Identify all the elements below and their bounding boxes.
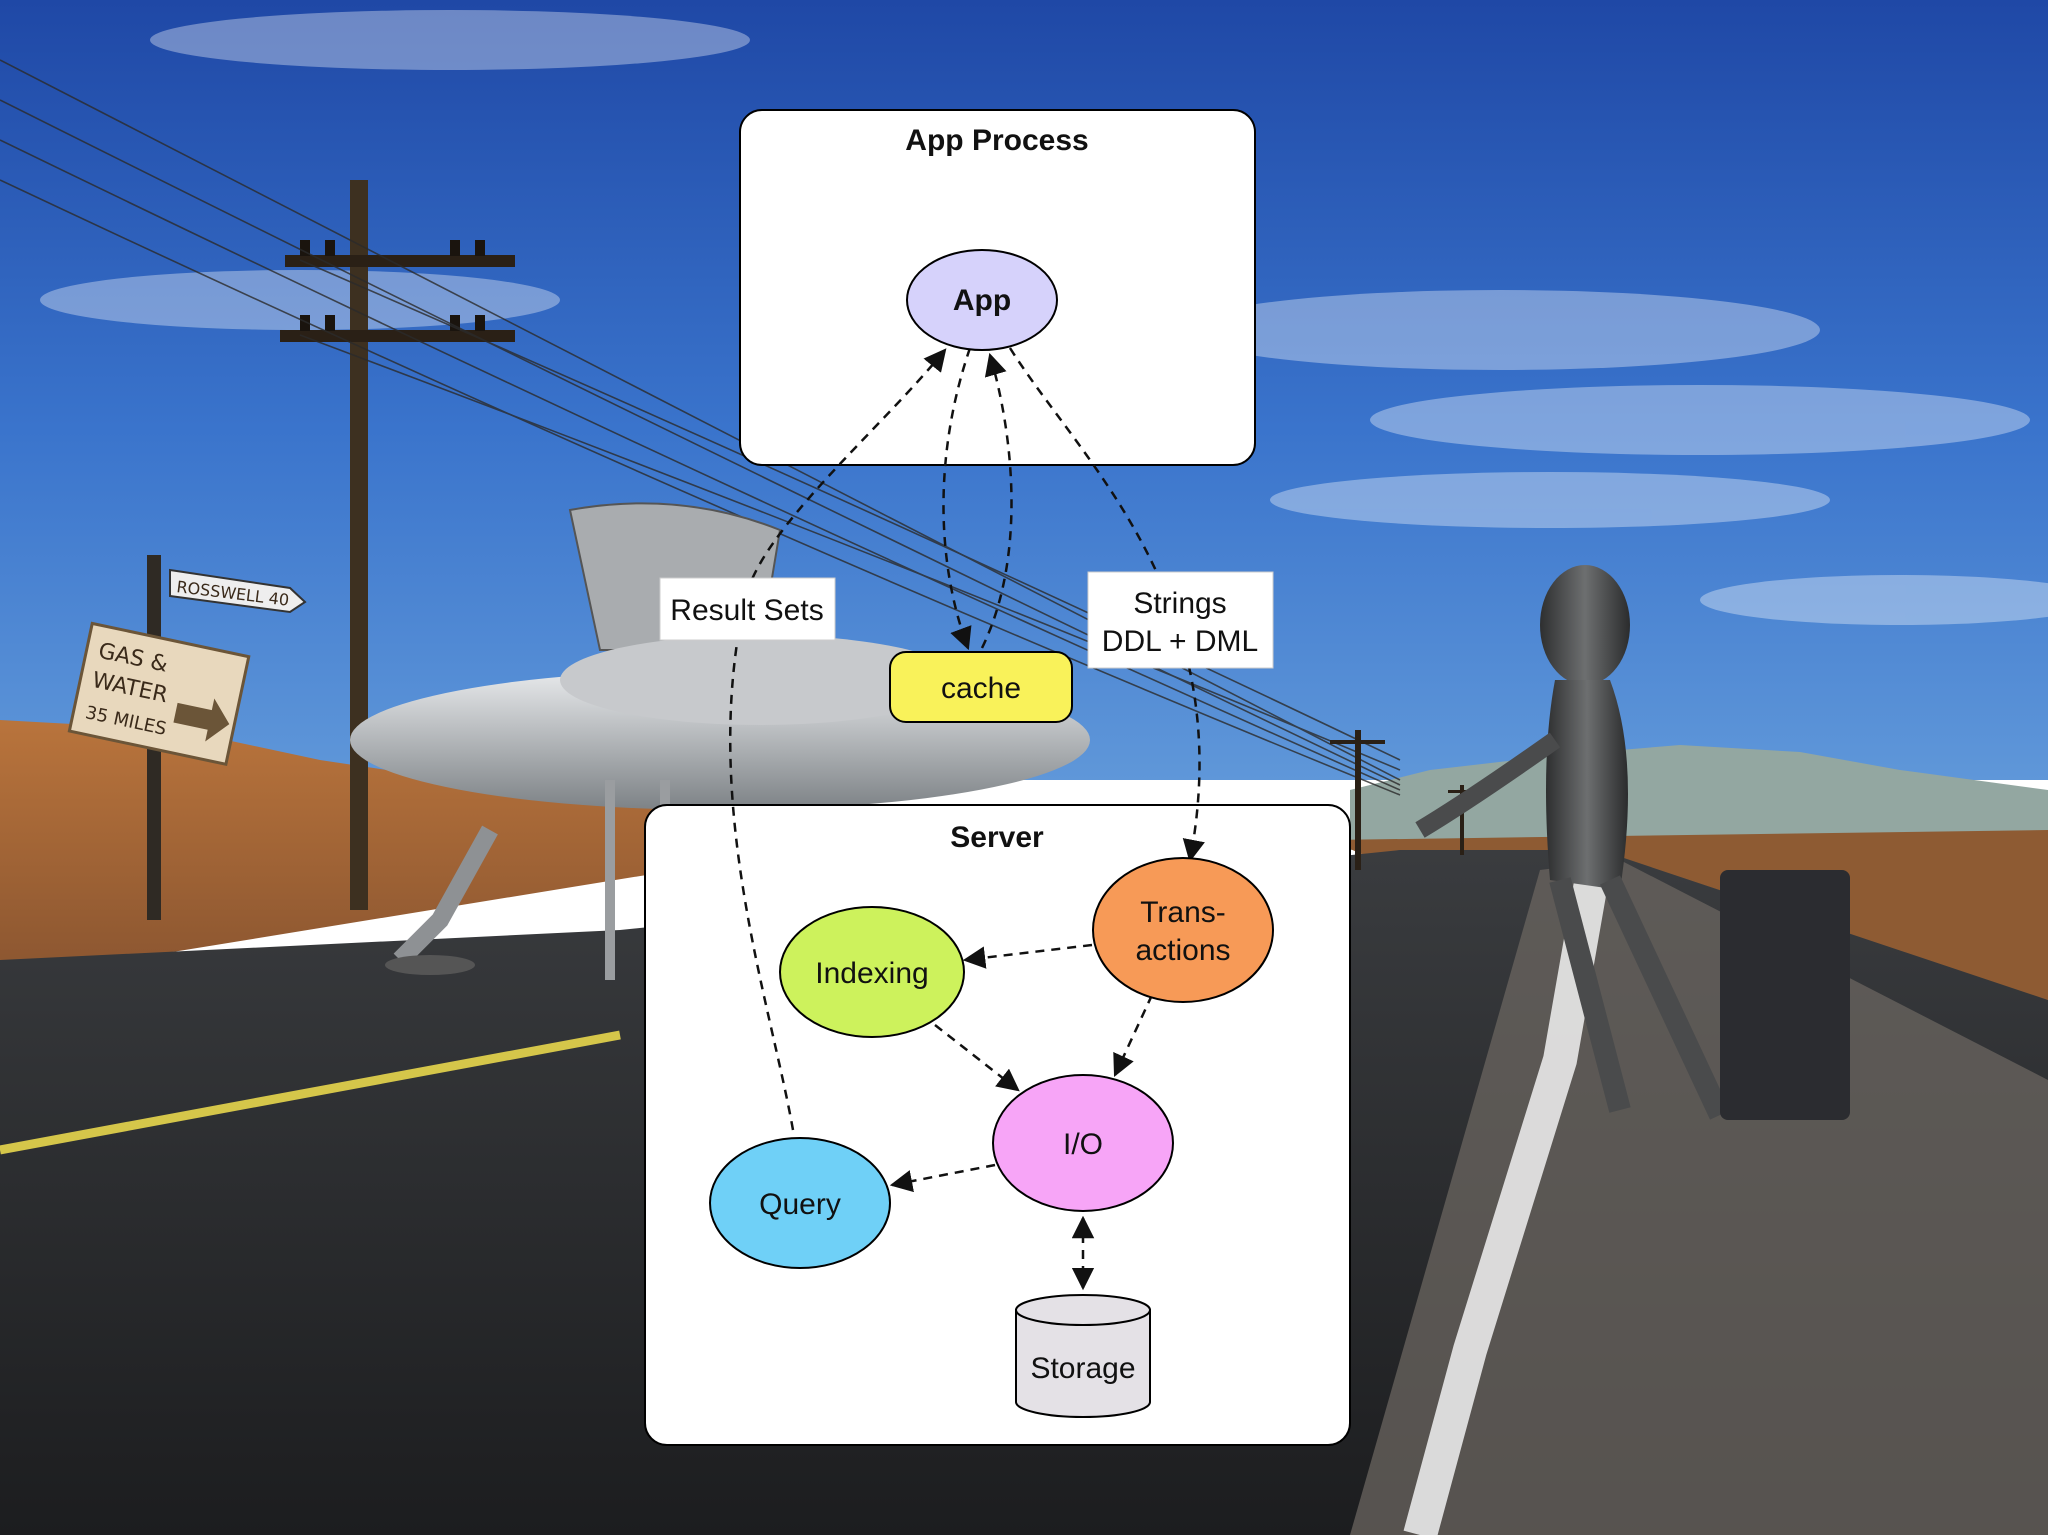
cache-node[interactable]: cache <box>889 651 1073 723</box>
storage-node-top <box>1015 1294 1151 1326</box>
app-node[interactable]: App <box>906 249 1058 351</box>
io-node-shape <box>992 1074 1174 1212</box>
edge-app-to-transactions <box>1008 347 1205 863</box>
yellow-line <box>0 1030 621 1155</box>
storage-node-label: Storage <box>1030 1352 1135 1385</box>
indexing-node-shape <box>779 906 965 1038</box>
app-node-shape <box>906 249 1058 351</box>
query-node-label: Query <box>759 1188 841 1221</box>
storage-node[interactable]: Storage <box>1015 1294 1151 1418</box>
clouds <box>40 10 2048 625</box>
edge-transactions-to-indexing <box>962 943 1093 969</box>
indexing-node[interactable]: Indexing <box>779 906 965 1038</box>
io-node-label: I/O <box>1063 1128 1103 1161</box>
edge-indexing-to-io <box>934 1024 1020 1092</box>
result-sets-label: Result Sets <box>659 577 836 641</box>
transactions-node[interactable]: Trans- actions <box>1092 857 1274 1003</box>
indexing-node-label: Indexing <box>815 957 928 990</box>
strings-label: Strings DDL + DML <box>1087 571 1274 669</box>
strings-text-line1: Strings <box>1133 587 1226 620</box>
distant-poles <box>1330 730 1476 870</box>
road-shoulder <box>1350 860 2048 1535</box>
strings-text-line2: DDL + DML <box>1102 625 1258 658</box>
architecture-diagram: App Process Server App cache <box>644 109 1351 1446</box>
gas-water-sign: GAS & WATER 35 MILES <box>67 621 251 767</box>
desert-ground <box>0 720 800 980</box>
alien-figure <box>1415 565 1850 1120</box>
cache-node-label: cache <box>941 672 1021 705</box>
app-process-title: App Process <box>905 124 1088 157</box>
storage-node-body <box>1015 1309 1151 1418</box>
io-node[interactable]: I/O <box>992 1074 1174 1212</box>
edge-cache-to-app <box>980 352 1013 649</box>
transactions-label-line1: Trans- <box>1140 896 1226 929</box>
transactions-node-shape <box>1092 857 1274 1003</box>
edge-io-to-query <box>889 1163 996 1193</box>
query-node-shape <box>709 1137 891 1269</box>
app-node-label: App <box>953 284 1011 317</box>
server-title: Server <box>950 821 1044 854</box>
result-sets-text: Result Sets <box>670 594 823 627</box>
query-node[interactable]: Query <box>709 1137 891 1269</box>
cache-node-shape <box>889 651 1073 723</box>
transactions-label-line2: actions <box>1135 934 1230 967</box>
